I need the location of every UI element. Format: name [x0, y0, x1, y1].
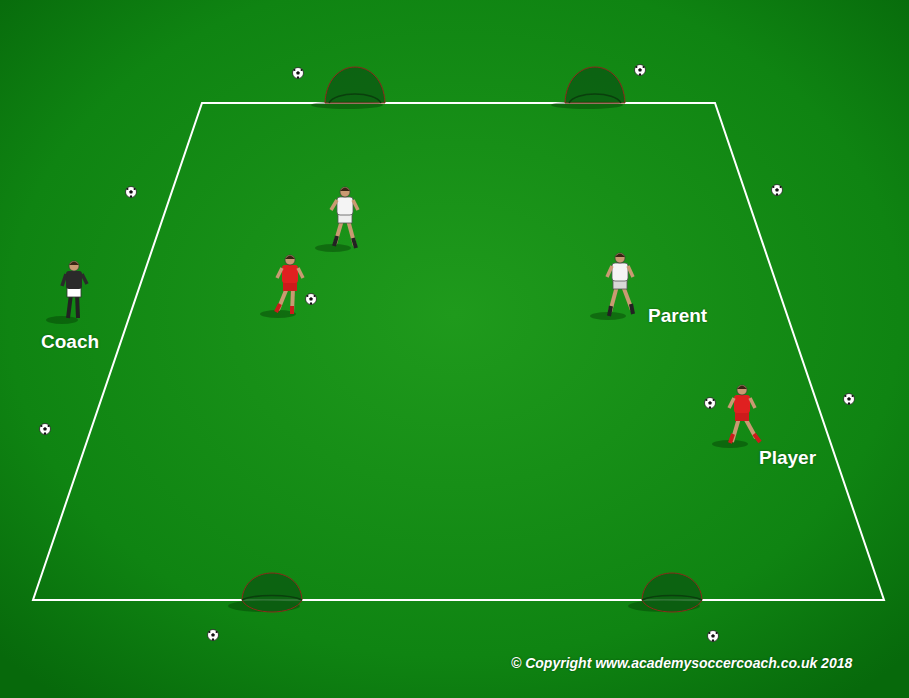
pop-up-goal: [551, 67, 625, 109]
player-figure: [260, 255, 303, 318]
coach-label: Coach: [41, 331, 99, 353]
ball: [306, 294, 317, 305]
player-label: Player: [759, 447, 816, 469]
parent-figure: [315, 187, 358, 252]
area-lines: [33, 103, 884, 600]
player-figure: [712, 385, 760, 448]
coach-figure: [46, 261, 87, 324]
copyright-watermark: © Copyright www.academysoccercoach.co.uk…: [511, 655, 852, 671]
pop-up-goal: [628, 573, 702, 612]
pop-up-goal: [228, 573, 302, 612]
balls: [40, 65, 855, 642]
ball: [705, 398, 716, 409]
parent-figure: [590, 253, 633, 320]
parent-label: Parent: [648, 305, 707, 327]
pop-up-goal: [311, 67, 385, 109]
